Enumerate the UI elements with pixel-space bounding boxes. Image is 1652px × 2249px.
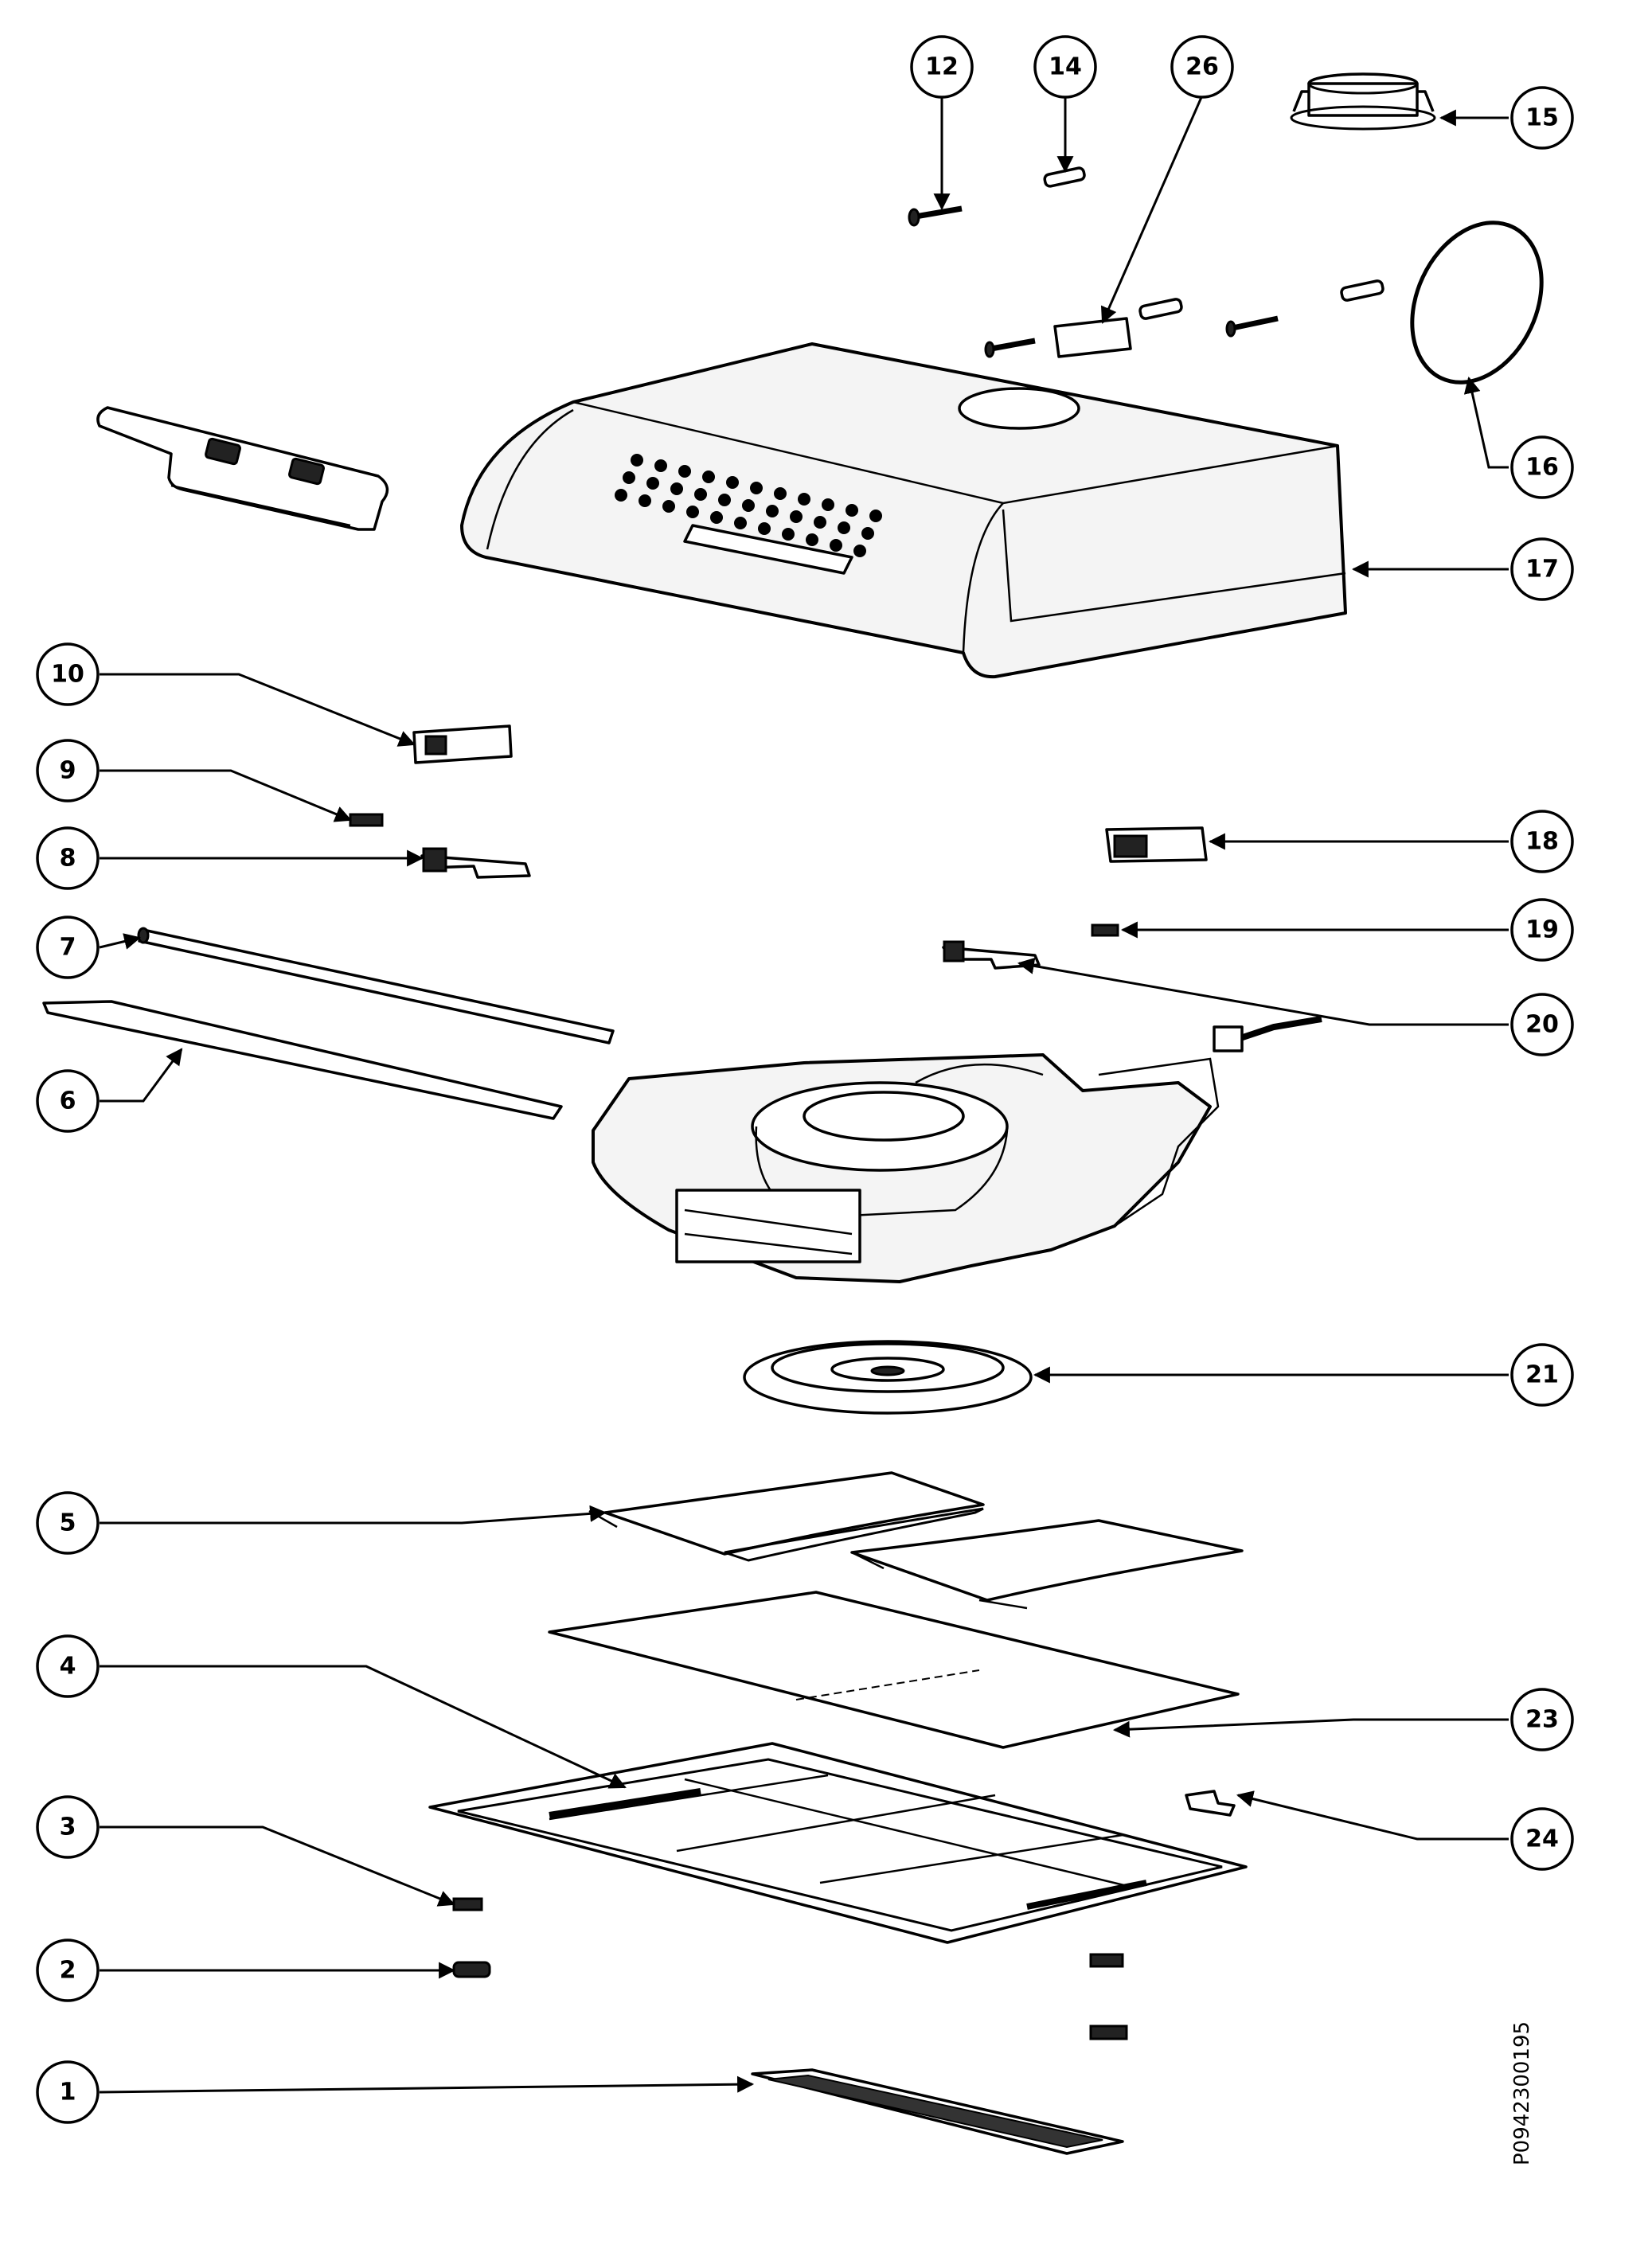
svg-text:9: 9 <box>60 757 76 785</box>
part-12-screw <box>908 205 963 227</box>
svg-text:12: 12 <box>925 53 959 81</box>
callout-3: 3 <box>36 1795 100 1859</box>
callout-26: 26 <box>1170 35 1234 99</box>
svg-text:5: 5 <box>60 1509 76 1537</box>
svg-text:17: 17 <box>1525 556 1559 584</box>
leader-lines <box>99 95 1509 2094</box>
part-2-clip <box>452 1961 491 1978</box>
frame-clips <box>1089 1953 1128 2040</box>
svg-text:21: 21 <box>1525 1361 1559 1389</box>
part-20-lamp-holder <box>942 940 1041 970</box>
callout-20: 20 <box>1510 993 1574 1056</box>
part-23-filter-sheet <box>548 1591 1240 1749</box>
callout-2: 2 <box>36 1939 100 2002</box>
callout-5: 5 <box>36 1491 100 1555</box>
callout-19: 19 <box>1510 898 1574 962</box>
callout-16: 16 <box>1510 435 1574 499</box>
callout-6: 6 <box>36 1069 100 1133</box>
part-10-clip <box>412 724 513 764</box>
callout-21: 21 <box>1510 1343 1574 1407</box>
callout-17: 17 <box>1510 537 1574 601</box>
callout-12: 12 <box>910 35 974 99</box>
svg-text:3: 3 <box>60 1814 76 1841</box>
drawing-code: P0942300195 <box>1510 2021 1534 2165</box>
callout-9: 9 <box>36 739 100 802</box>
svg-text:15: 15 <box>1525 104 1559 132</box>
control-switch-bar <box>96 406 389 531</box>
svg-text:19: 19 <box>1525 916 1559 944</box>
callout-23: 23 <box>1510 1688 1574 1751</box>
callout-1: 1 <box>36 2060 100 2124</box>
part-4-frame <box>428 1742 1248 1944</box>
part-18-clip <box>1105 826 1208 863</box>
svg-text:6: 6 <box>60 1087 76 1115</box>
part-19-small-clip <box>1091 923 1119 937</box>
motor-fan-housing <box>592 1016 1322 1283</box>
part-1-tray <box>751 2068 1124 2155</box>
part-21-fan-plate <box>743 1340 1033 1415</box>
part-3-clip <box>452 1897 483 1911</box>
part-16-gasket <box>1410 221 1544 385</box>
callout-15: 15 <box>1510 86 1574 150</box>
svg-text:16: 16 <box>1525 454 1559 482</box>
svg-text:26: 26 <box>1185 53 1219 81</box>
callout-24: 24 <box>1510 1807 1574 1871</box>
callout-14: 14 <box>1033 35 1097 99</box>
part-5-filter-pads <box>588 1471 1244 1610</box>
part-15-duct-ring <box>1290 72 1436 131</box>
callout-18: 18 <box>1510 810 1574 873</box>
svg-text:14: 14 <box>1049 53 1082 81</box>
callout-7: 7 <box>36 916 100 979</box>
part-6-diffuser <box>42 1000 563 1120</box>
svg-text:24: 24 <box>1525 1825 1559 1853</box>
callout-4: 4 <box>36 1634 100 1698</box>
callout-10: 10 <box>36 642 100 706</box>
part-24-bracket <box>1185 1790 1236 1817</box>
svg-text:8: 8 <box>60 845 76 873</box>
svg-text:23: 23 <box>1525 1706 1559 1734</box>
callout-8: 8 <box>36 826 100 890</box>
part-9-small-clip <box>349 813 384 827</box>
svg-text:7: 7 <box>60 934 76 962</box>
svg-text:1: 1 <box>60 2079 76 2106</box>
part-17-hood-body <box>460 342 1347 679</box>
part-8-lamp-holder <box>420 847 531 879</box>
svg-text:10: 10 <box>51 661 84 689</box>
part-26-bracket <box>984 279 1384 358</box>
svg-text:4: 4 <box>60 1653 76 1681</box>
svg-text:20: 20 <box>1525 1011 1559 1039</box>
svg-text:18: 18 <box>1525 828 1559 856</box>
svg-text:2: 2 <box>60 1957 76 1985</box>
